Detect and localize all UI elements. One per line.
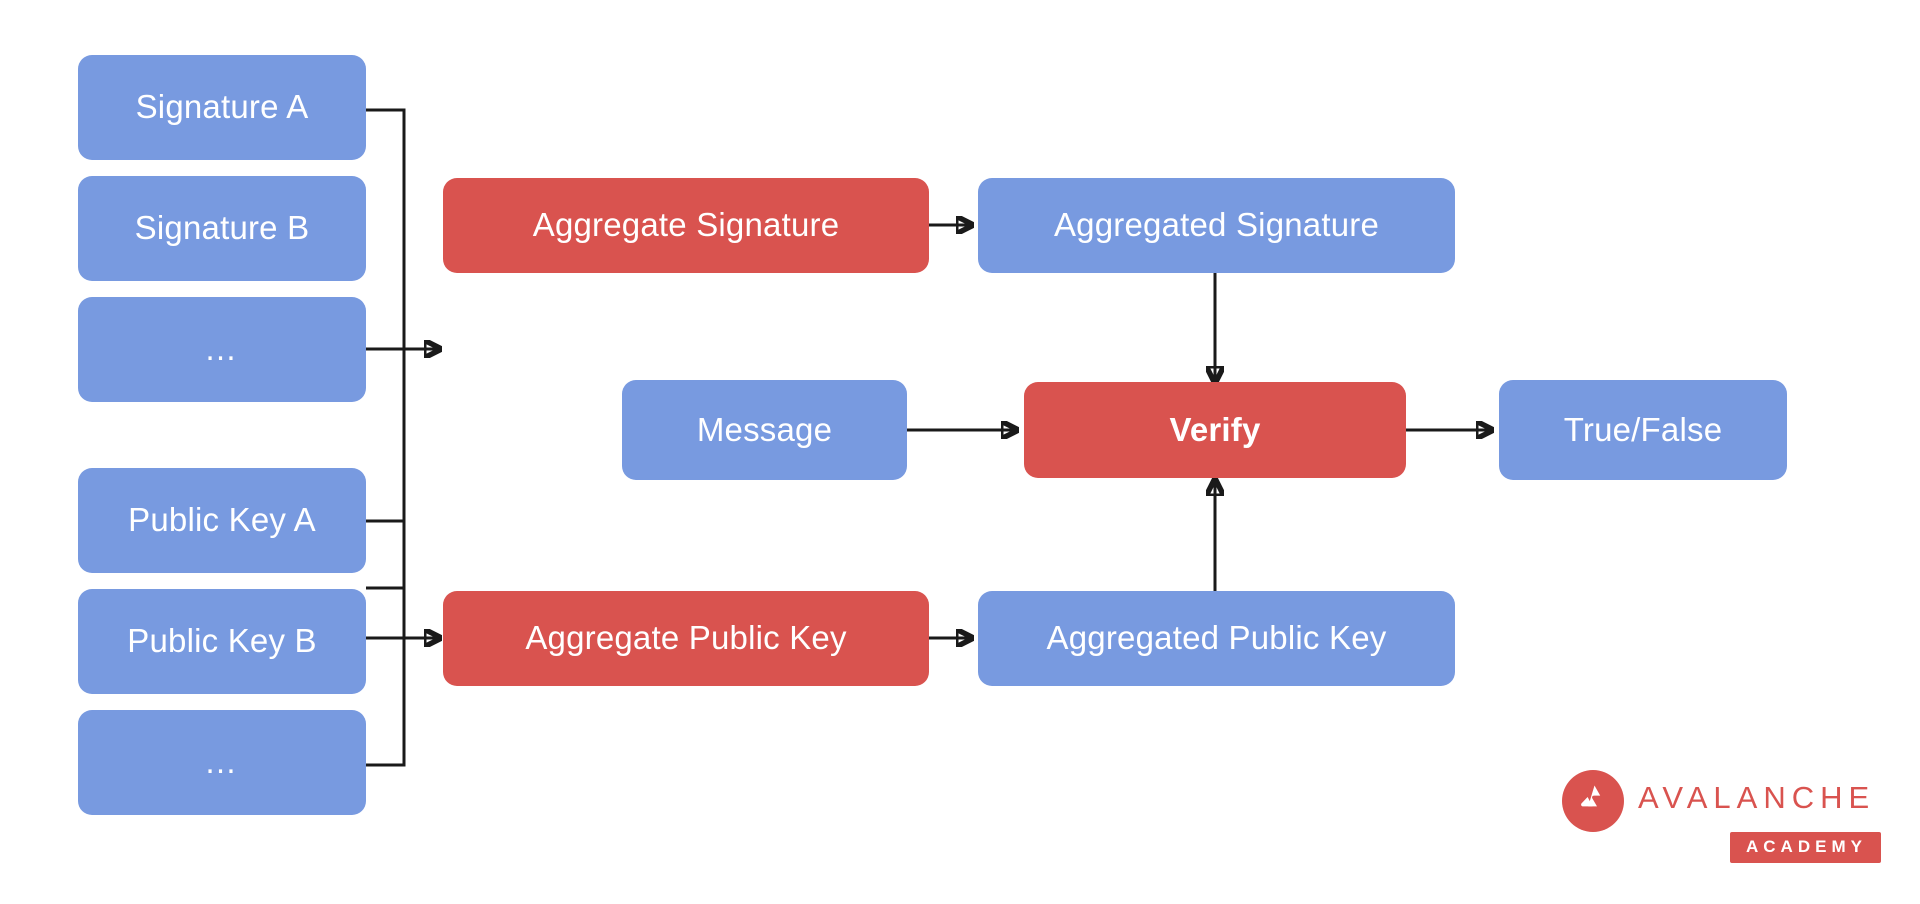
academy-badge: ACADEMY — [1730, 832, 1881, 863]
node-public-key-a-label: Public Key A — [128, 501, 316, 539]
node-public-key-b[interactable]: Public Key B — [78, 589, 366, 694]
avalanche-mark-icon — [1562, 770, 1624, 832]
node-message-label: Message — [696, 410, 833, 448]
node-aggregated-signature[interactable]: Aggregated Signature — [978, 178, 1455, 273]
node-true-false-label: True/False — [1563, 410, 1723, 448]
node-public-key-b-label: Public Key B — [127, 622, 317, 660]
node-aggregated-public-key-label: Aggregated Public Key — [1046, 619, 1387, 657]
edge-signatures-to-aggregate — [366, 108, 440, 590]
node-true-false[interactable]: True/False — [1499, 380, 1787, 480]
node-aggregate-signature[interactable]: Aggregate Signature — [443, 178, 929, 273]
node-public-key-more-label: … — [204, 743, 240, 781]
node-signature-more-label: … — [204, 330, 240, 368]
edge-publickeys-to-aggregate — [366, 519, 440, 767]
academy-label: ACADEMY — [1746, 837, 1867, 856]
node-signature-b[interactable]: Signature B — [78, 176, 366, 281]
node-signature-more[interactable]: … — [78, 297, 366, 402]
node-aggregated-signature-label: Aggregated Signature — [1053, 206, 1380, 244]
node-verify[interactable]: Verify — [1024, 382, 1406, 478]
node-aggregate-public-key-label: Aggregate Public Key — [525, 619, 847, 657]
node-signature-a[interactable]: Signature A — [78, 55, 366, 160]
node-aggregate-public-key[interactable]: Aggregate Public Key — [443, 591, 929, 686]
node-message[interactable]: Message — [622, 380, 907, 480]
avalanche-a-glyph-icon — [1581, 785, 1601, 807]
node-aggregate-signature-label: Aggregate Signature — [532, 206, 840, 244]
node-public-key-a[interactable]: Public Key A — [78, 468, 366, 573]
node-signature-a-label: Signature A — [135, 88, 309, 126]
node-signature-b-label: Signature B — [134, 209, 310, 247]
node-aggregated-public-key[interactable]: Aggregated Public Key — [978, 591, 1455, 686]
node-verify-label: Verify — [1169, 410, 1261, 448]
node-public-key-more[interactable]: … — [78, 710, 366, 815]
avalanche-academy-logo: AVALANCHE ACADEMY — [1562, 770, 1892, 880]
avalanche-wordmark: AVALANCHE — [1638, 780, 1876, 815]
